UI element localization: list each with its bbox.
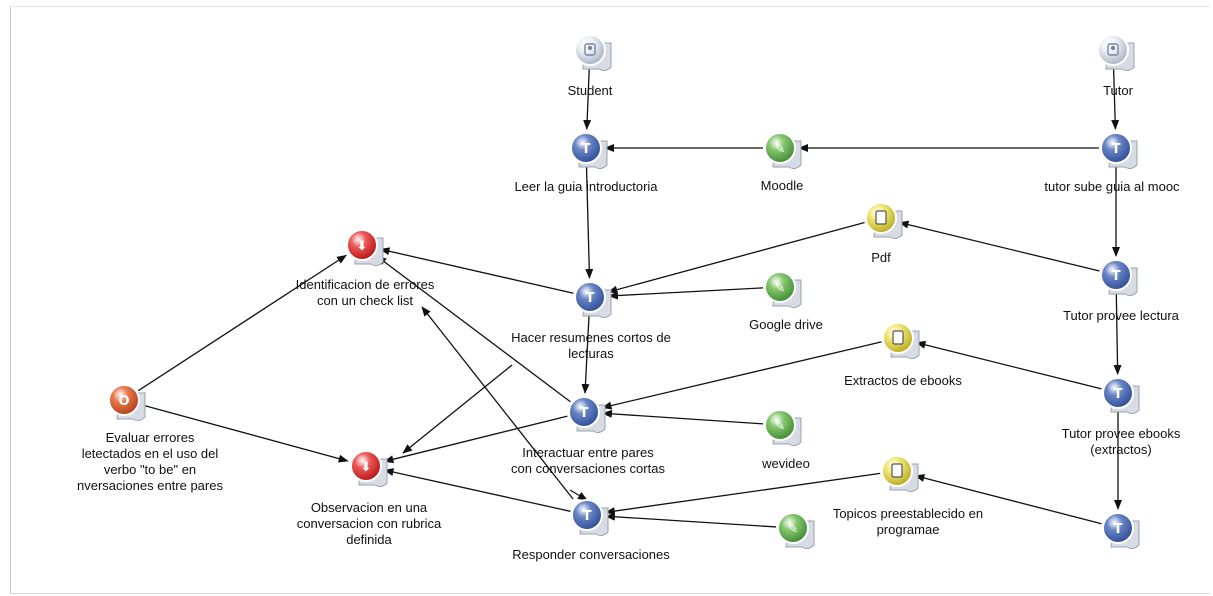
svg-text:⬇: ⬇ [357,239,368,254]
connector-interactuar-to-identificacion [376,255,571,403]
connector-topicos-to-responder [604,472,881,516]
svg-text:T: T [582,142,591,157]
connector-wevideo-to-interactuar [601,409,764,425]
label-tutor_sube: tutor sube guia al mooc [1044,179,1180,194]
node-evaluar[interactable]: O [108,384,146,422]
task-icon [1100,132,1132,164]
tool-icon [777,512,809,544]
connector-evaluar-to-observacion [140,403,349,463]
label-tutor: Tutor [1103,83,1134,98]
label-responder: Responder conversaciones [512,547,670,562]
node-google[interactable]: ✎ [764,271,802,309]
connector-responder-to-observacion [383,468,571,512]
assessment-icon [350,450,382,482]
connector-pdf-to-hacer [607,221,865,294]
node-tool4[interactable]: ✎ [777,512,815,550]
frame-border-left [10,6,11,594]
node-responder[interactable]: T [571,499,609,537]
svg-text:T: T [1112,269,1121,284]
tool-icon [764,132,796,164]
svg-text:✎: ✎ [775,142,786,157]
task-icon [1100,259,1132,291]
node-extractos[interactable] [882,322,920,360]
node-tutor_provee_lectura[interactable]: T [1100,259,1138,297]
tool-icon [764,271,796,303]
task-icon [570,132,602,164]
svg-text:⬇: ⬇ [361,460,372,475]
connector-tutor_provee_ebooks-to-extractos [915,340,1102,390]
node-tutor_t4[interactable]: T [1102,512,1140,550]
node-tutor_provee_ebooks[interactable]: T [1102,377,1140,415]
label-tutor_provee_ebooks: Tutor provee ebooks(extractos) [1062,426,1181,457]
connector-extra-1 [421,306,574,500]
label-google: Google drive [749,317,823,332]
node-pdf[interactable] [865,202,903,240]
connector-hacer-to-interactuar [581,313,590,395]
label-extractos: Extractos de ebooks [844,373,962,388]
connector-layer [137,66,1122,528]
frame-border-bottom [10,593,1210,594]
task-icon [571,499,603,531]
connector-evaluar-to-identificacion [137,254,347,392]
svg-text:T: T [586,291,595,306]
label-tutor_provee_lectura: Tutor provee lectura [1063,308,1180,323]
label-moodle: Moodle [761,178,804,193]
connector-tutor-to-tutor_sube [1111,66,1120,131]
connector-tutor_provee_lectura-to-pdf [898,220,1100,272]
assessment-icon [346,229,378,261]
connector-google-to-hacer [607,287,764,300]
node-moodle[interactable]: ✎ [764,132,802,170]
node-wevideo[interactable]: ✎ [764,409,802,447]
node-leer[interactable]: T [570,132,608,170]
svg-text:T: T [1114,522,1123,537]
connector-leer-to-hacer [585,164,594,280]
svg-text:✎: ✎ [775,281,786,296]
node-student[interactable] [574,34,612,72]
frame-border-top [10,6,1210,7]
node-hacer[interactable]: T [574,281,612,319]
node-topicos[interactable] [881,455,919,493]
node-interactuar[interactable]: T [568,396,606,434]
tool-icon [764,409,796,441]
connector-tutor_provee_lectura-to-tutor_provee_ebooks [1113,291,1122,376]
connector-interactuar-to-observacion [383,415,568,464]
connector-extra-2 [569,489,588,501]
node-tutor[interactable] [1097,34,1135,72]
node-layer: T ✎ T ⬇ T ✎ T O T ✎ T ⬇ T ✎ T [108,34,1140,550]
node-observacion[interactable]: ⬇ [350,450,388,488]
connector-extractos-to-interactuar [601,341,882,410]
svg-text:✎: ✎ [775,419,786,434]
svg-text:T: T [580,406,589,421]
connector-tool4-to-responder [604,512,777,528]
label-wevideo: wevideo [761,456,810,471]
node-tutor_sube[interactable]: T [1100,132,1138,170]
label-pdf: Pdf [871,250,891,265]
connector-extra-0 [402,364,513,454]
svg-text:T: T [1112,142,1121,157]
node-identificacion[interactable]: ⬇ [346,229,384,267]
svg-text:T: T [1114,387,1123,402]
task-icon [574,281,606,313]
label-leer: Leer la guia introductoria [514,179,658,194]
objective-icon [108,384,140,416]
svg-text:O: O [118,394,129,409]
task-icon [568,396,600,428]
task-icon [1102,377,1134,409]
svg-text:✎: ✎ [788,522,799,537]
connector-student-to-leer [583,66,592,131]
label-student: Student [568,83,613,98]
task-icon [1102,512,1134,544]
svg-text:T: T [583,509,592,524]
connector-tutor_t4-to-topicos [914,474,1102,525]
connector-hacer-to-identificacion [379,247,574,294]
